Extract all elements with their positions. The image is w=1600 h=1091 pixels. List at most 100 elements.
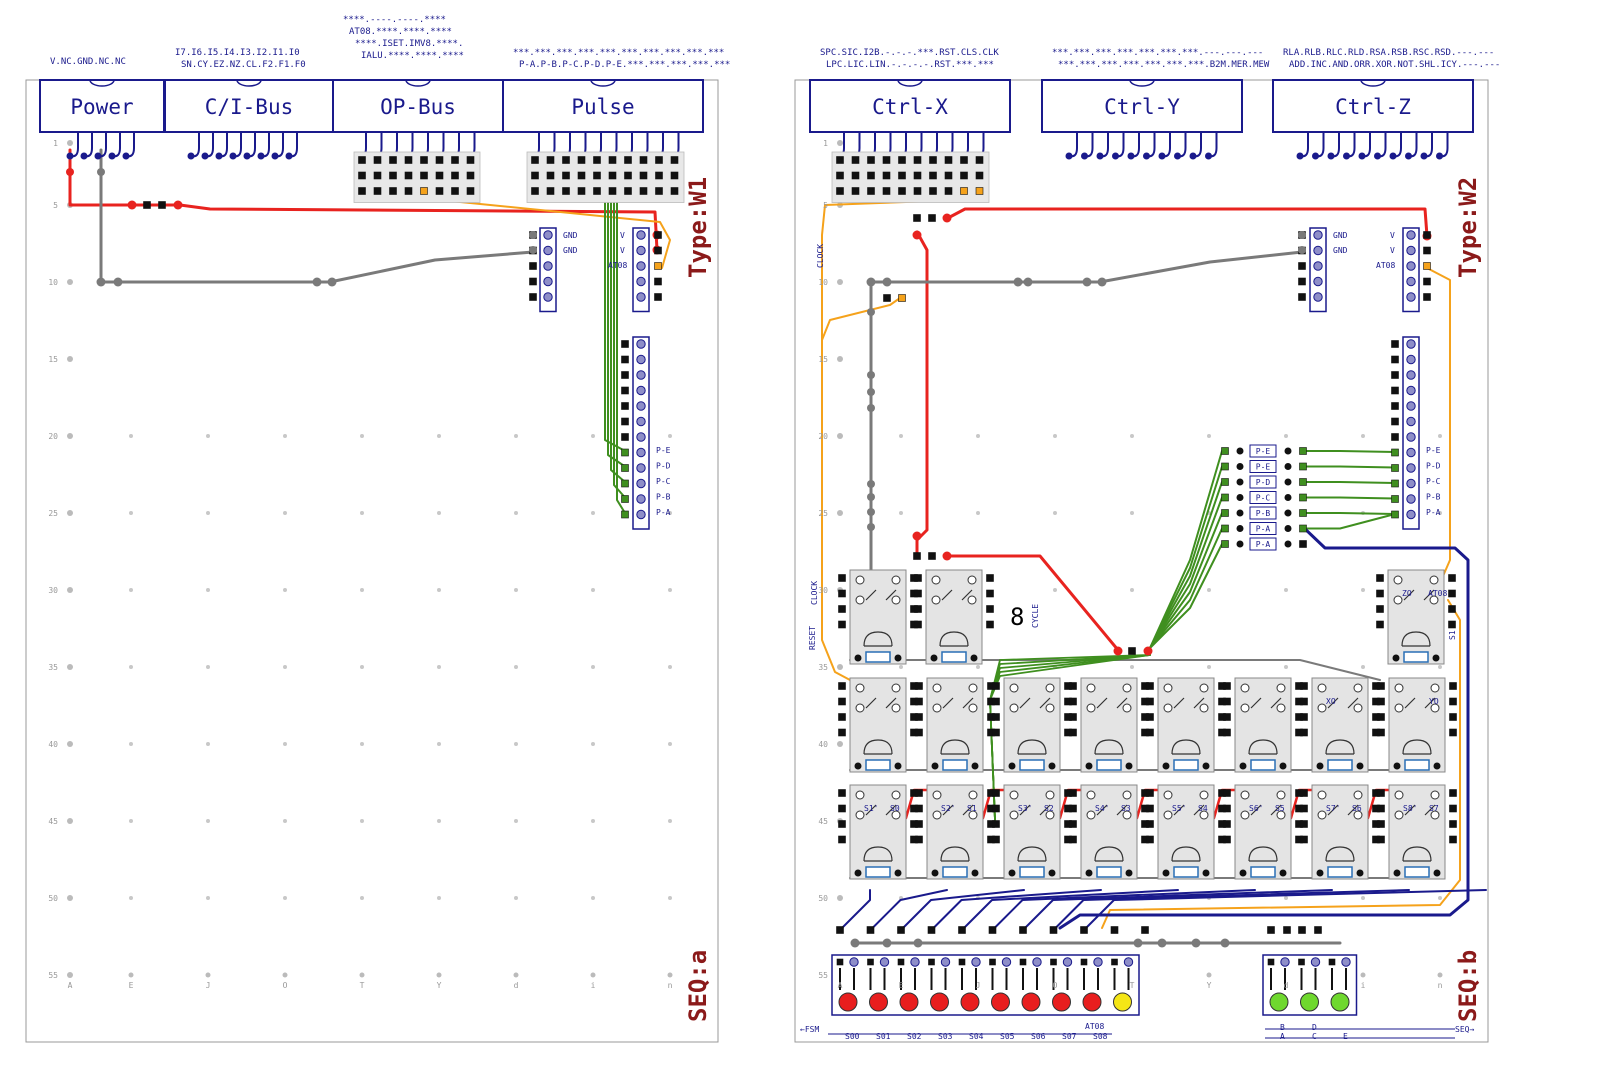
pin-square — [562, 156, 570, 164]
relay-contact — [1395, 704, 1403, 712]
pin-square — [373, 171, 382, 180]
header-label: GND — [1333, 231, 1348, 240]
relay-pin — [1393, 869, 1401, 877]
relay-side-pin — [1223, 820, 1231, 828]
grid-point — [1438, 665, 1442, 669]
wire-node — [912, 230, 922, 240]
led-select-pin — [1283, 926, 1291, 934]
relay-side-pin — [1377, 835, 1385, 844]
relay-contact — [1277, 811, 1285, 819]
connector-pin-label: ***.***.***.***.***.***.***.***.***.*** — [513, 48, 724, 58]
pin-square — [1299, 447, 1307, 455]
relay-contact-ring — [1276, 703, 1286, 713]
wire-node — [1284, 463, 1292, 470]
pin-square — [1299, 478, 1307, 486]
pin-square — [1423, 293, 1431, 301]
board-seq-label: SEQ:b — [1454, 950, 1482, 1022]
column-letter: n — [668, 981, 673, 990]
relay-contact-ring — [1430, 810, 1440, 820]
bottom-seq-pin: B — [1280, 1023, 1285, 1032]
row-number-left: 50 — [48, 894, 58, 903]
relay-contact — [892, 596, 900, 604]
led — [838, 992, 858, 1012]
grid-point — [976, 511, 980, 515]
relay-contact — [969, 704, 977, 712]
pulse-label: P-B — [656, 493, 671, 502]
header-pin — [1406, 494, 1416, 504]
pin-hole — [1032, 957, 1042, 967]
connector-title: C/I-Bus — [205, 95, 294, 119]
relay-label: S7 — [1429, 804, 1439, 813]
relay-contact-ring — [1276, 810, 1286, 820]
relay-side-pin — [1223, 789, 1231, 797]
header-pin — [636, 292, 646, 302]
relay-side-pin — [992, 697, 1000, 706]
grid-point — [837, 140, 843, 146]
connector-notch — [1360, 79, 1386, 87]
row-number-left: 45 — [48, 817, 58, 826]
pin-square — [655, 156, 663, 164]
column-letter: T — [360, 981, 365, 990]
led-select-pin — [988, 926, 997, 934]
relay-diode — [865, 866, 891, 878]
relay-side-pin — [1069, 835, 1077, 844]
pin-square — [928, 958, 935, 966]
bottom-fsm-state: S01 — [876, 1032, 891, 1041]
pin-square — [836, 156, 844, 164]
grid-point — [1361, 665, 1365, 669]
relay-switch — [941, 589, 973, 601]
wire-node — [327, 277, 337, 287]
grid-point — [837, 279, 843, 285]
grid-point — [976, 665, 980, 669]
pin-square — [529, 277, 537, 286]
header-label: AT08 — [608, 261, 627, 270]
connector-pin-label: IALU.****.****.**** — [361, 51, 464, 61]
pin-square — [929, 187, 937, 195]
grid-point — [437, 434, 441, 438]
header-pin — [636, 494, 646, 504]
relay-label: AT08 — [1428, 589, 1447, 598]
relay-contact — [1010, 704, 1018, 712]
wire-pulse — [1149, 496, 1223, 649]
connector-pin-end — [1420, 152, 1428, 160]
led-select-pin — [958, 926, 966, 934]
relay-contact — [1394, 596, 1402, 604]
relay-contact — [1164, 684, 1172, 692]
clock-label: CLOCK — [810, 581, 819, 605]
pulse-label: P-D — [656, 462, 671, 471]
relay-side-pin — [1146, 820, 1154, 828]
relay-contact-ring — [1086, 810, 1096, 820]
column-letter: O — [283, 981, 288, 990]
pin-square — [373, 187, 382, 195]
pin-square — [1080, 958, 1088, 966]
relay-coil — [1017, 846, 1047, 862]
pin-square — [1221, 478, 1229, 486]
wire-node — [913, 938, 923, 948]
grid-point — [67, 972, 73, 978]
relay-switch — [865, 804, 897, 816]
relay-side-pin — [1069, 713, 1077, 721]
connector-pin-end — [1081, 152, 1088, 160]
grid-point — [514, 588, 518, 592]
relay-side-pin — [1377, 728, 1385, 737]
relay-state-row2 — [1080, 784, 1138, 880]
relay-contact-ring — [1317, 683, 1327, 693]
clock-label: CLOCK — [816, 244, 825, 268]
header-pin — [636, 354, 646, 365]
relay-state-row2 — [926, 784, 984, 880]
grid-point — [1360, 972, 1366, 978]
grid-point — [1284, 434, 1288, 438]
pin-square — [1391, 433, 1399, 441]
relay-switch — [1327, 697, 1359, 709]
bottom-seq-pin: D — [1312, 1023, 1317, 1032]
relay-coil — [1325, 846, 1355, 862]
relay-contact-ring — [1122, 810, 1132, 820]
pin-square — [621, 495, 629, 503]
pin-square — [420, 156, 428, 164]
grid-point — [591, 896, 595, 900]
relay-pin — [1356, 869, 1364, 877]
grid-point — [591, 434, 595, 438]
wire-state-select — [991, 889, 1256, 931]
pin-square — [1221, 462, 1229, 471]
relay-switch — [942, 804, 974, 816]
